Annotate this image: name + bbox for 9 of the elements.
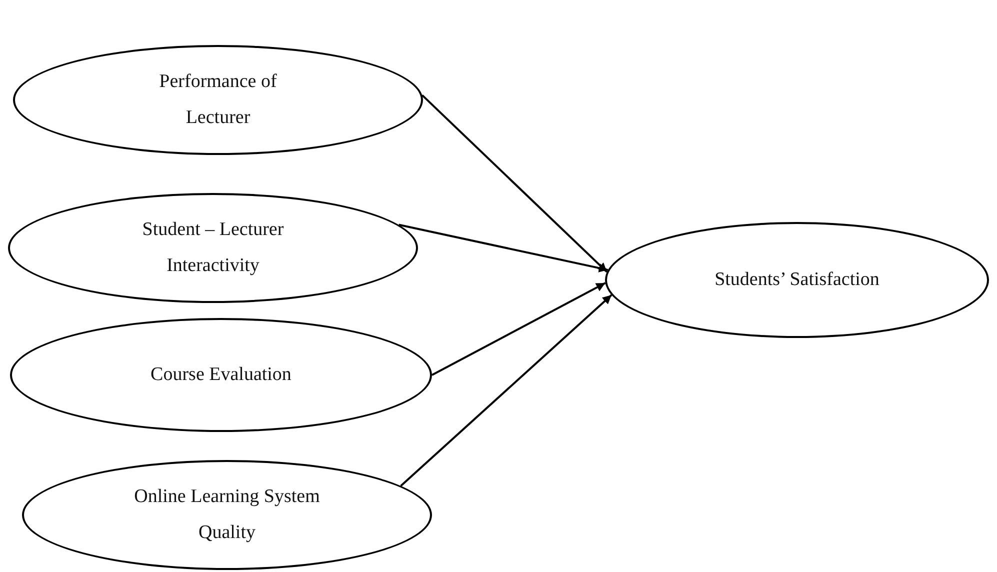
node-label: Course Evaluation bbox=[150, 363, 292, 387]
arrow bbox=[422, 94, 608, 273]
node-label: Student – Lecturer Interactivity bbox=[141, 218, 285, 278]
arrow bbox=[400, 294, 612, 487]
arrow bbox=[432, 282, 606, 376]
node-label: Students’ Satisfaction bbox=[714, 268, 880, 292]
node-label: Performance of Lecturer bbox=[158, 70, 278, 130]
arrow bbox=[398, 224, 608, 272]
node-label: Online Learning System Quality bbox=[133, 485, 321, 545]
